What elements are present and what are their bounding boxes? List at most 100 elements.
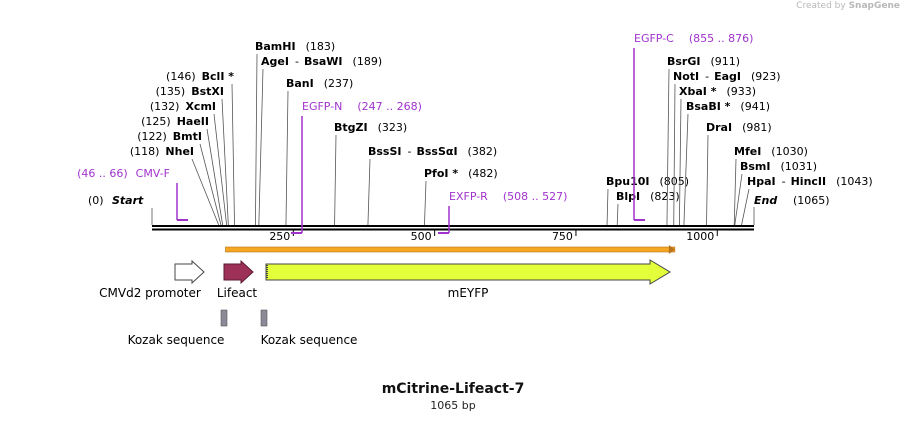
enzyme-position: (118) bbox=[130, 145, 160, 158]
enzyme-separator: - bbox=[705, 70, 709, 83]
enzyme-position: (125) bbox=[141, 115, 171, 128]
enzyme-site: (118) NheI bbox=[130, 145, 220, 226]
enzyme-name: AgeI bbox=[261, 55, 289, 68]
enzyme-name-2: EagI bbox=[714, 70, 741, 83]
enzyme-position: (183) bbox=[306, 40, 336, 53]
orf-arrow-head bbox=[668, 245, 675, 254]
enzyme-site: PfoI * (482) bbox=[424, 167, 498, 226]
enzyme-position: (382) bbox=[468, 145, 498, 158]
enzyme-name: XcmI bbox=[185, 100, 216, 113]
enzyme-position: (1043) bbox=[836, 175, 873, 188]
enzyme-site: XbaI *(933) bbox=[678, 85, 756, 226]
enzyme-connector bbox=[706, 134, 709, 226]
end-position: (1065) bbox=[793, 194, 830, 207]
enzyme-connector bbox=[741, 188, 750, 226]
enzyme-name: BsrGI bbox=[667, 55, 700, 68]
enzyme-connector bbox=[258, 68, 264, 226]
enzyme-name: BsmI bbox=[740, 160, 771, 173]
feature-arrow bbox=[265, 259, 671, 285]
enzyme-connector bbox=[678, 98, 682, 226]
enzyme-site: BsaBI * (941) bbox=[683, 100, 770, 226]
enzyme-name: PfoI * bbox=[424, 167, 458, 180]
enzyme-separator: - bbox=[782, 175, 786, 188]
kozak-label: Kozak sequence bbox=[261, 333, 358, 347]
enzyme-site: BamHI (183) bbox=[255, 40, 336, 226]
primer: EXFP-R(508 .. 527) bbox=[438, 190, 568, 234]
enzyme-name: BmtI bbox=[173, 130, 202, 143]
enzyme-site: BtgZI(323) bbox=[334, 121, 407, 226]
enzyme-position: (189) bbox=[353, 55, 383, 68]
enzyme-site: HpaI-HincII (1043) bbox=[741, 175, 873, 226]
enzyme-name-2: BssSαI bbox=[416, 145, 457, 158]
kozak-box bbox=[260, 309, 268, 327]
enzyme-connector bbox=[231, 83, 235, 226]
enzyme-position: (122) bbox=[137, 130, 167, 143]
enzyme-name-2: BsaWI bbox=[304, 55, 343, 68]
enzyme-site: MfeI(1030) bbox=[733, 145, 808, 226]
enzyme-connector bbox=[191, 158, 220, 226]
feature-label: CMVd2 promoter bbox=[99, 286, 201, 300]
kozak-label: Kozak sequence bbox=[128, 333, 225, 347]
enzyme-site: BsrGI(911) bbox=[666, 55, 740, 226]
enzyme-name: BamHI bbox=[255, 40, 296, 53]
enzyme-site: NotI-EagI (923) bbox=[673, 70, 781, 226]
primer: EGFP-N(247 .. 268) bbox=[291, 100, 422, 234]
enzyme-site: BssSI-BssSαI (382) bbox=[367, 145, 498, 226]
enzyme-name: NheI bbox=[165, 145, 194, 158]
primer-range: (508 .. 527) bbox=[503, 190, 568, 203]
primer-range: (46 .. 66) bbox=[77, 167, 128, 180]
feature-arrow bbox=[223, 259, 254, 285]
enzyme-name: HaeII bbox=[177, 115, 209, 128]
enzyme-name: DraI bbox=[706, 121, 732, 134]
end-label: End bbox=[754, 194, 777, 207]
start-label: Start bbox=[112, 194, 144, 207]
primer: (46 .. 66) CMV-F bbox=[77, 167, 188, 221]
enzyme-name: BssSI bbox=[368, 145, 402, 158]
enzyme-position: (135) bbox=[156, 85, 186, 98]
enzyme-name: BsaBI * bbox=[686, 100, 731, 113]
start-position: (0) bbox=[88, 194, 104, 207]
enzyme-separator: - bbox=[408, 145, 412, 158]
credit-prefix: Created by bbox=[796, 1, 846, 11]
enzyme-connector bbox=[673, 83, 676, 226]
enzyme-separator: - bbox=[295, 55, 299, 68]
enzyme-position: (823) bbox=[650, 190, 680, 203]
enzyme-position: (941) bbox=[740, 100, 770, 113]
enzyme-site: (135)BstXI bbox=[156, 85, 229, 226]
enzyme-site: (146)BclI * bbox=[166, 70, 235, 226]
primer-range: (855 .. 876) bbox=[689, 32, 754, 45]
feature-label: Lifeact bbox=[217, 286, 258, 300]
enzyme-name: Bpu10I bbox=[606, 175, 650, 188]
enzyme-site: BsmI(1031) bbox=[734, 160, 817, 226]
enzyme-connector bbox=[221, 98, 229, 226]
enzyme-name: HpaI bbox=[747, 175, 776, 188]
ruler-tick-label: 750 bbox=[552, 230, 573, 243]
enzyme-site: DraI (981) bbox=[706, 121, 772, 226]
enzyme-name: XbaI * bbox=[679, 85, 717, 98]
enzyme-connector bbox=[424, 180, 427, 226]
enzyme-name: NotI bbox=[673, 70, 699, 83]
enzyme-position: (981) bbox=[742, 121, 772, 134]
enzyme-position: (237) bbox=[324, 77, 354, 90]
plasmid-title: mCitrine-Lifeact-7 bbox=[381, 381, 525, 397]
orf-bar bbox=[225, 246, 676, 253]
enzyme-connector bbox=[199, 143, 222, 226]
plasmid-length: 1065 bp bbox=[430, 399, 476, 412]
enzyme-position: (146) bbox=[166, 70, 196, 83]
enzyme-name-2: HincII bbox=[791, 175, 827, 188]
enzyme-site: BlpI (823) bbox=[616, 190, 680, 226]
enzyme-name: BlpI bbox=[616, 190, 640, 203]
ruler-tick-label: 500 bbox=[411, 230, 432, 243]
enzyme-connector bbox=[213, 113, 228, 226]
enzyme-name: BtgZI bbox=[334, 121, 368, 134]
enzyme-site: (122) BmtI bbox=[137, 130, 222, 226]
enzyme-connector bbox=[206, 128, 224, 226]
enzyme-connector bbox=[367, 158, 371, 226]
ruler-tick-label: 1000 bbox=[686, 230, 714, 243]
snapgene-credit: Created by SnapGene bbox=[796, 1, 900, 11]
primer-name: CMV-F bbox=[136, 167, 170, 180]
snapgene-logo: SnapGene bbox=[848, 1, 900, 11]
enzyme-position: (923) bbox=[751, 70, 781, 83]
enzyme-position: (482) bbox=[468, 167, 498, 180]
feature-arrow bbox=[174, 259, 205, 285]
